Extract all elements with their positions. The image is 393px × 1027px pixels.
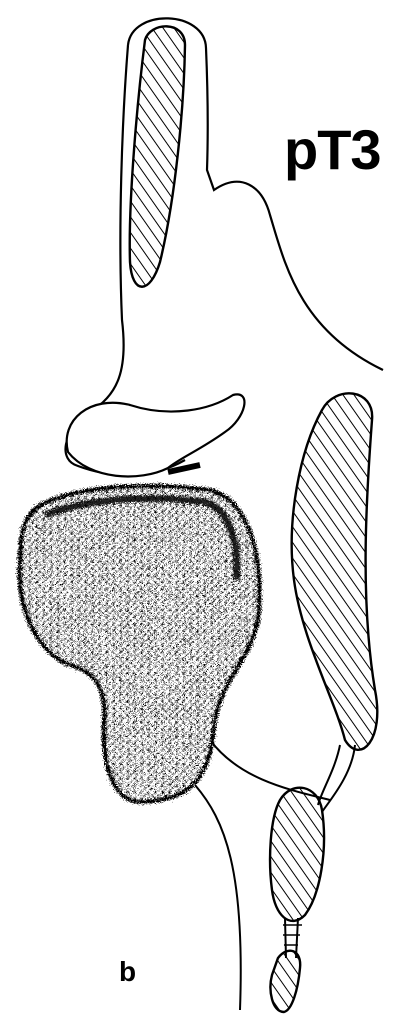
connector-vessel (318, 745, 340, 805)
bottom-hatched-structure (271, 951, 301, 1012)
renal-pelvis (67, 394, 245, 476)
panel-label: b (119, 958, 136, 986)
right-hatched-structure (292, 393, 378, 749)
upper-hatched-structure (130, 26, 185, 286)
renal-vein (195, 785, 241, 1010)
stage-label: pT3 (284, 122, 381, 178)
lower-hatched-structure (270, 788, 324, 921)
connector-vessel-2 (322, 745, 355, 812)
